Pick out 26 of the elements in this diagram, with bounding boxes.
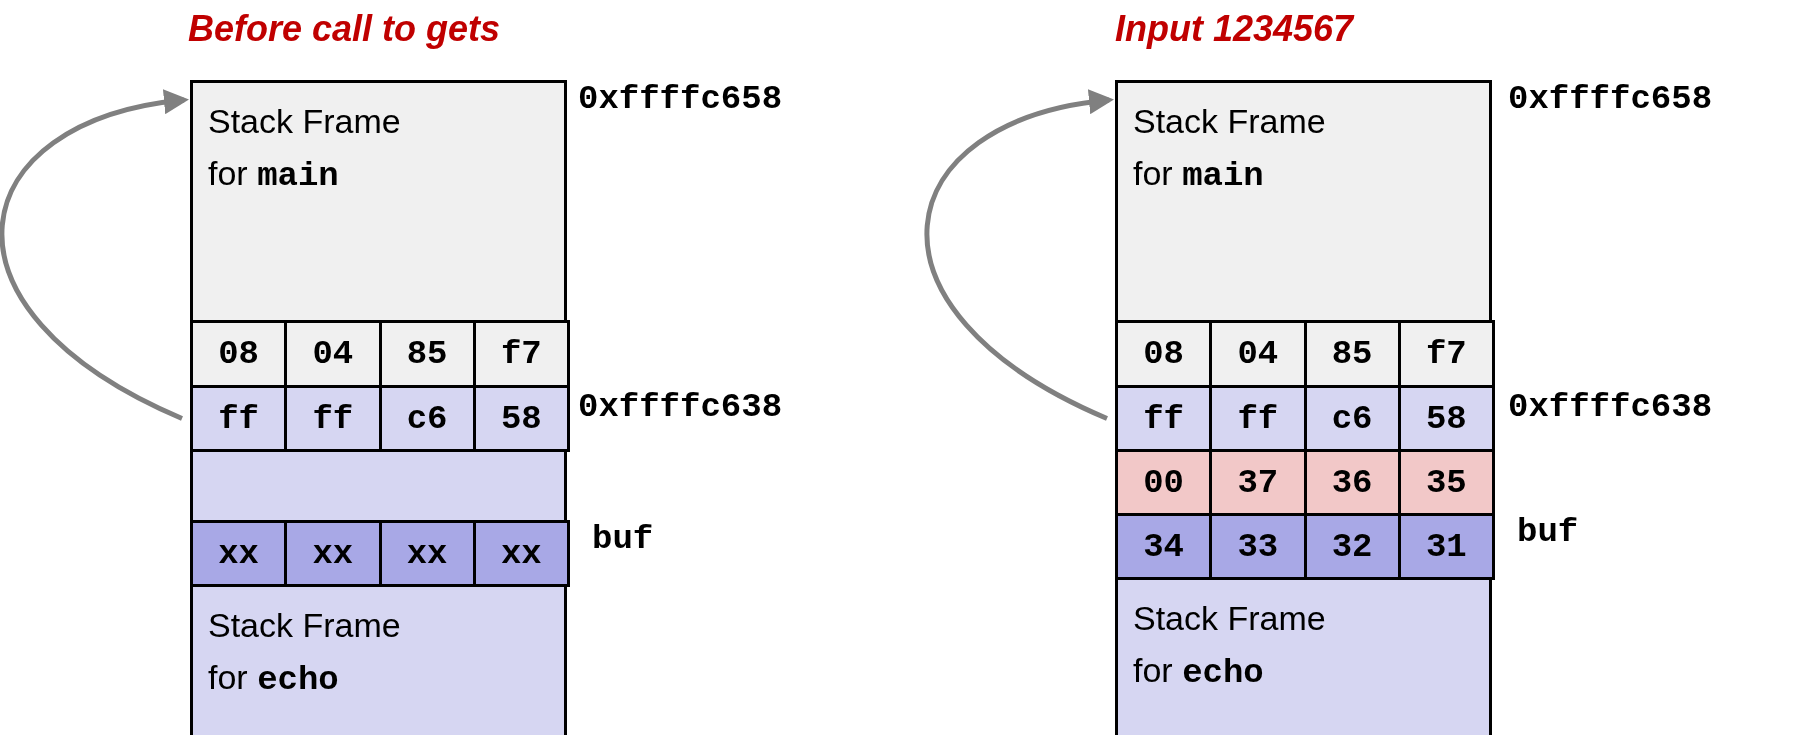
- stack-frame-box: [1115, 577, 1492, 735]
- frame-label: Stack Frame for echo: [208, 605, 402, 701]
- memory-cell: 04: [284, 320, 382, 388]
- frame-label: Stack Frame for main: [208, 101, 402, 197]
- frame-label: Stack Frame for echo: [1133, 598, 1327, 694]
- panel-heading: Input 1234567: [1115, 8, 1354, 50]
- variable-label: buf: [1517, 513, 1579, 551]
- memory-cell: ff: [1209, 385, 1307, 452]
- memory-cell: xx: [284, 520, 382, 587]
- stack-frame-box: [190, 80, 567, 323]
- address-label: 0xffffc658: [578, 80, 783, 118]
- curved-arrow: [0, 90, 189, 421]
- stack-frame-box: [1115, 80, 1492, 323]
- variable-label: buf: [592, 520, 654, 558]
- memory-cell: ff: [284, 385, 382, 452]
- memory-cell: 04: [1209, 320, 1307, 388]
- address-label: 0xffffc658: [1508, 80, 1713, 118]
- panel-heading: Before call to gets: [188, 8, 501, 50]
- memory-cell: 37: [1209, 449, 1307, 516]
- address-label: 0xffffc638: [578, 388, 783, 426]
- stack-frame-box: [190, 584, 567, 735]
- frame-label: Stack Frame for main: [1133, 101, 1327, 197]
- address-label: 0xffffc638: [1508, 388, 1713, 426]
- memory-row: [190, 449, 567, 523]
- memory-cell: 33: [1209, 513, 1307, 580]
- curved-arrow: [924, 90, 1114, 421]
